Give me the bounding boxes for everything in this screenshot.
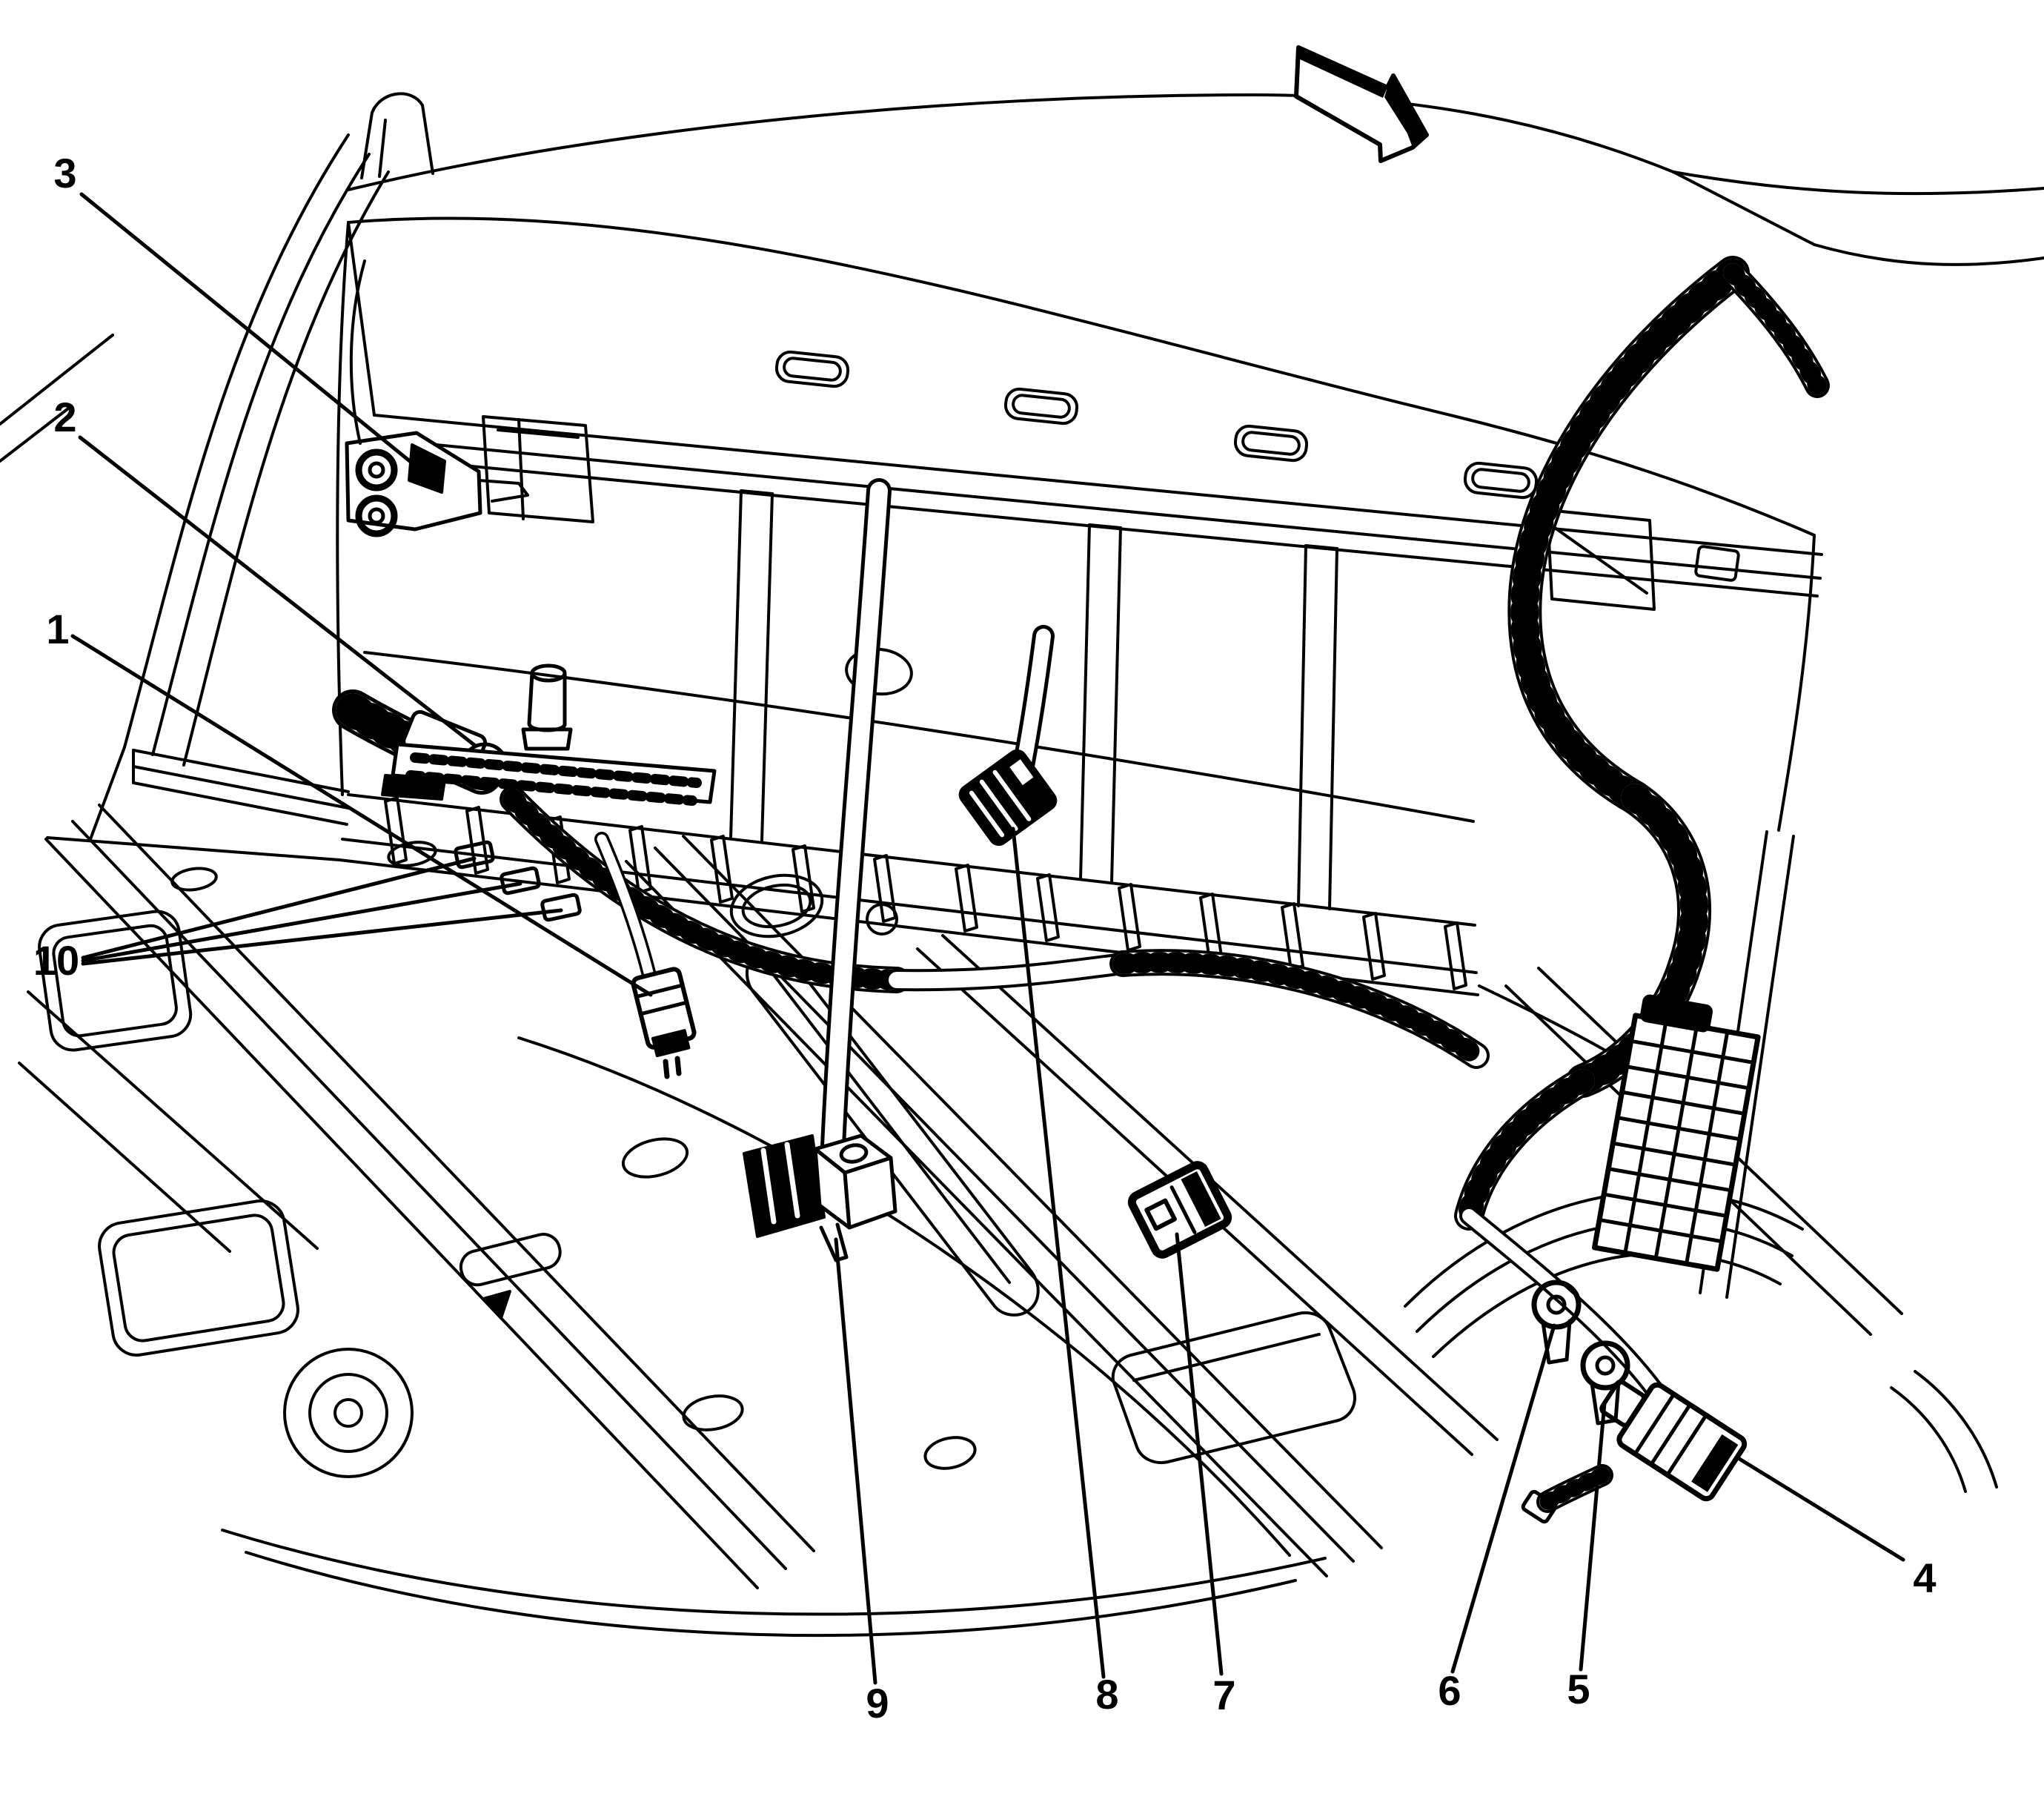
callout-5-leader bbox=[1579, 1401, 1607, 1672]
callout-10-leader-b bbox=[81, 881, 522, 963]
callout-7-leader bbox=[1175, 1232, 1224, 1676]
pretensioner-assembly bbox=[381, 663, 717, 806]
body-structure-lines bbox=[0, 92, 2044, 1638]
callout-10-label: 10 bbox=[33, 937, 79, 984]
floor-sensor-module bbox=[743, 1133, 897, 1262]
callout-1-label: 1 bbox=[46, 606, 69, 652]
callout-leaders bbox=[70, 192, 1905, 1685]
rear-harness-end-connector bbox=[1521, 1379, 1748, 1524]
center-floor-connector bbox=[958, 749, 1058, 847]
callout-4-label: 4 bbox=[1913, 1555, 1936, 1601]
callout-1-leader bbox=[70, 634, 653, 997]
dual-grommet-bracket bbox=[345, 259, 529, 537]
callout-10-leader-a bbox=[81, 856, 477, 960]
quarter-panel bbox=[0, 92, 434, 841]
view-direction-arrow-icon bbox=[1294, 45, 1429, 163]
connector-grid-block bbox=[1591, 994, 1761, 1272]
seatback-rib-band bbox=[46, 489, 1479, 996]
callout-3-leader bbox=[79, 192, 428, 477]
inline-harness-connector bbox=[631, 967, 697, 1079]
callout-7-label: 7 bbox=[1212, 1672, 1235, 1718]
callout-2-leader bbox=[78, 435, 477, 747]
callout-5-label: 5 bbox=[1567, 1666, 1590, 1712]
callout-6-leader bbox=[1450, 1323, 1556, 1674]
components bbox=[345, 259, 1761, 1524]
callout-8-label: 8 bbox=[1095, 1671, 1118, 1718]
callout-4-leader bbox=[1737, 1457, 1905, 1562]
harness-eyelet-retainer-front bbox=[1531, 1279, 1582, 1365]
callout-6-label: 6 bbox=[1438, 1667, 1461, 1714]
package-shelf bbox=[336, 93, 2044, 832]
callout-10-leader-c bbox=[81, 908, 563, 966]
callout-9-label: 9 bbox=[866, 1680, 889, 1726]
harness-eyelet-retainer-rear bbox=[1580, 1340, 1630, 1426]
floor-harness-connector bbox=[1127, 1161, 1232, 1259]
callout-labels: 3 2 1 10 9 8 7 6 5 4 bbox=[33, 150, 1937, 1726]
callout-8-leader bbox=[1011, 827, 1106, 1679]
callout-9-leader bbox=[834, 1237, 877, 1685]
callout-2-label: 2 bbox=[53, 394, 76, 440]
callout-3-label: 3 bbox=[53, 150, 76, 196]
